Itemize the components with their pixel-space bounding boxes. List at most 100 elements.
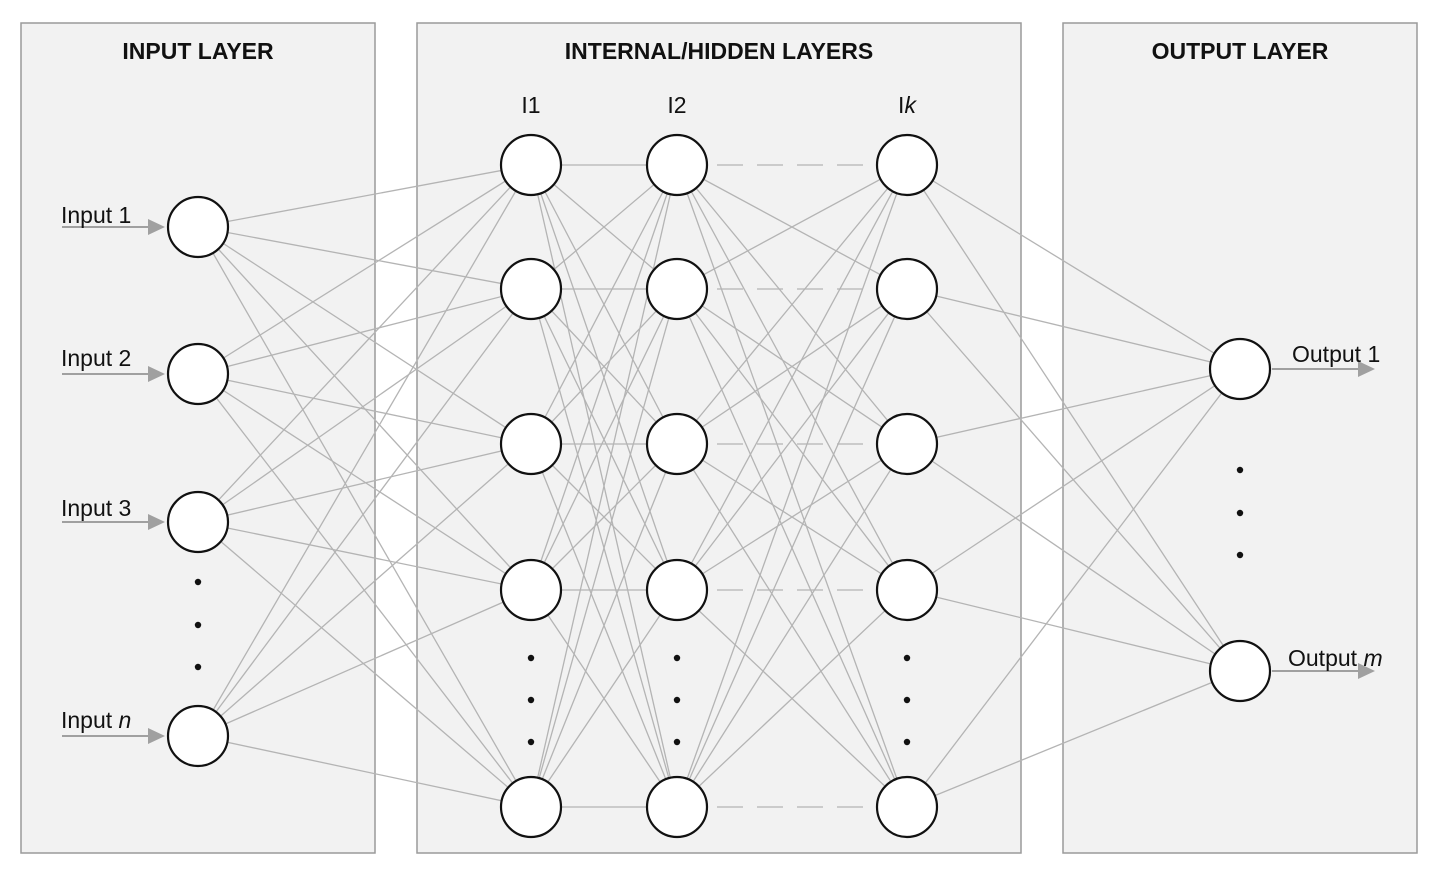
input-node-4 <box>166 704 230 768</box>
edge-hidden-2-5-to-hidden-k-3 <box>676 443 908 808</box>
output-arrowhead-m <box>1358 663 1375 679</box>
edge-hidden-2-4-to-hidden-k-3 <box>676 443 908 591</box>
edge-hidden-1-4-to-hidden-2-1 <box>530 164 678 591</box>
hidden-1-ellipsis-dot-2 <box>527 696 535 704</box>
hidden-k-ellipsis-dot-2 <box>903 696 911 704</box>
edge-hidden-1-5-to-hidden-2-3 <box>530 443 678 808</box>
hidden-1-node-4 <box>499 558 563 622</box>
hidden-k-node-3 <box>875 412 939 476</box>
output-node-2 <box>1208 639 1272 703</box>
hidden-2-ellipsis-dot-3 <box>673 738 681 746</box>
input-arrows <box>62 219 165 744</box>
edge-hidden-2-4-to-hidden-k-2 <box>676 288 908 591</box>
edge-hidden-2-5-to-hidden-k-2 <box>676 288 908 808</box>
input-node-2 <box>166 342 230 406</box>
input-label-2: Input 2 <box>61 345 131 371</box>
hidden-k-node-2 <box>875 257 939 321</box>
edge-input-2-to-hidden-1-2 <box>197 288 532 375</box>
input-arrowhead-1 <box>148 219 165 235</box>
hidden-2-ellipsis-dot-1 <box>673 654 681 662</box>
edge-hidden-2-2-to-hidden-k-1 <box>676 164 908 290</box>
input-label-1: Input 1 <box>61 202 131 228</box>
input-node-3 <box>166 490 230 554</box>
edge-input-2-to-hidden-1-4 <box>197 373 532 591</box>
edge-input-1-to-hidden-1-2 <box>197 226 532 290</box>
input-ellipsis-dot-3 <box>194 663 202 671</box>
input-arrowhead-2 <box>148 366 165 382</box>
edge-hidden-k-4-to-output-1 <box>906 368 1241 591</box>
edge-hidden-1-5-to-hidden-2-4 <box>530 589 678 808</box>
edge-hidden-2-4-to-hidden-k-1 <box>676 164 908 591</box>
edge-hidden-k-1-to-output-1 <box>906 164 1241 370</box>
edge-input-3-to-hidden-1-4 <box>197 521 532 591</box>
edge-hidden-1-2-to-hidden-2-1 <box>530 164 678 290</box>
hidden-1-node-1 <box>499 133 563 197</box>
hidden-k-node-1 <box>875 133 939 197</box>
output-ellipsis-dot-3 <box>1236 551 1244 559</box>
hidden-k-node-5 <box>875 775 939 839</box>
output-ellipsis-dot-1 <box>1236 466 1244 474</box>
hidden-k-node-4 <box>875 558 939 622</box>
edge-input-4-to-hidden-1-1 <box>197 164 532 737</box>
edge-hidden-2-5-to-hidden-k-1 <box>676 164 908 808</box>
edge-input-4-to-hidden-1-5 <box>197 735 532 808</box>
hidden-column-label-k: Ik <box>898 92 917 118</box>
edge-hidden-2-3-to-hidden-k-2 <box>676 288 908 445</box>
input-ellipsis-dot-1 <box>194 578 202 586</box>
edge-hidden-k-4-to-output-2 <box>906 589 1241 672</box>
edge-input-3-to-hidden-1-3 <box>197 443 532 523</box>
input-label-n: Input n <box>61 707 131 733</box>
hidden-2-ellipsis-dot-2 <box>673 696 681 704</box>
edge-hidden-1-5-to-hidden-2-2 <box>530 288 678 808</box>
hidden-1-node-5 <box>499 775 563 839</box>
edge-hidden-k-3-to-output-1 <box>906 368 1241 445</box>
edge-input-4-to-hidden-1-2 <box>197 288 532 737</box>
input-label-3: Input 3 <box>61 495 131 521</box>
edge-hidden-1-3-to-hidden-2-2 <box>530 288 678 445</box>
edge-input-1-to-hidden-1-1 <box>197 164 532 228</box>
hidden-k-ellipsis-dot-1 <box>903 654 911 662</box>
output-arrows <box>1272 361 1375 679</box>
hidden-2-node-2 <box>645 257 709 321</box>
edge-input-2-to-hidden-1-1 <box>197 164 532 375</box>
output-layer-title: OUTPUT LAYER <box>1152 38 1329 64</box>
hidden-2-node-5 <box>645 775 709 839</box>
hidden-2-node-3 <box>645 412 709 476</box>
edge-hidden-1-4-to-hidden-2-2 <box>530 288 678 591</box>
hidden-1-ellipsis-dot-1 <box>527 654 535 662</box>
hidden-2-node-4 <box>645 558 709 622</box>
edge-hidden-k-5-to-output-1 <box>906 368 1241 808</box>
edge-hidden-1-3-to-hidden-2-1 <box>530 164 678 445</box>
input-arrowhead-n <box>148 728 165 744</box>
hidden-column-label-2: I2 <box>667 92 686 118</box>
edge-hidden-k-3-to-output-2 <box>906 443 1241 672</box>
hidden-layers-title: INTERNAL/HIDDEN LAYERS <box>565 38 873 64</box>
input-ellipsis-dot-2 <box>194 621 202 629</box>
output-arrowhead-1 <box>1358 361 1375 377</box>
output-label-1: Output 1 <box>1292 341 1380 367</box>
connection-edges <box>197 164 1241 808</box>
hidden-2-node-1 <box>645 133 709 197</box>
output-ellipsis-dot-2 <box>1236 509 1244 517</box>
hidden-k-ellipsis-dot-3 <box>903 738 911 746</box>
edge-input-1-to-hidden-1-5 <box>197 226 532 808</box>
neuron-nodes <box>166 133 1272 839</box>
output-node-1 <box>1208 337 1272 401</box>
hidden-column-label-1: I1 <box>521 92 540 118</box>
hidden-1-node-3 <box>499 412 563 476</box>
hidden-1-ellipsis-dot-3 <box>527 738 535 746</box>
output-layer-panel <box>1062 22 1418 854</box>
edge-hidden-k-5-to-output-2 <box>906 670 1241 808</box>
input-node-1 <box>166 195 230 259</box>
edge-input-2-to-hidden-1-3 <box>197 373 532 445</box>
edge-hidden-k-2-to-output-1 <box>906 288 1241 370</box>
hidden-1-node-2 <box>499 257 563 321</box>
edge-hidden-1-4-to-hidden-2-3 <box>530 443 678 591</box>
edge-input-3-to-hidden-1-5 <box>197 521 532 808</box>
ellipsis-dots <box>194 466 1244 746</box>
edge-input-4-to-hidden-1-4 <box>197 589 532 737</box>
input-layer-title: INPUT LAYER <box>122 38 274 64</box>
input-arrowhead-3 <box>148 514 165 530</box>
edge-hidden-k-1-to-output-2 <box>906 164 1241 672</box>
